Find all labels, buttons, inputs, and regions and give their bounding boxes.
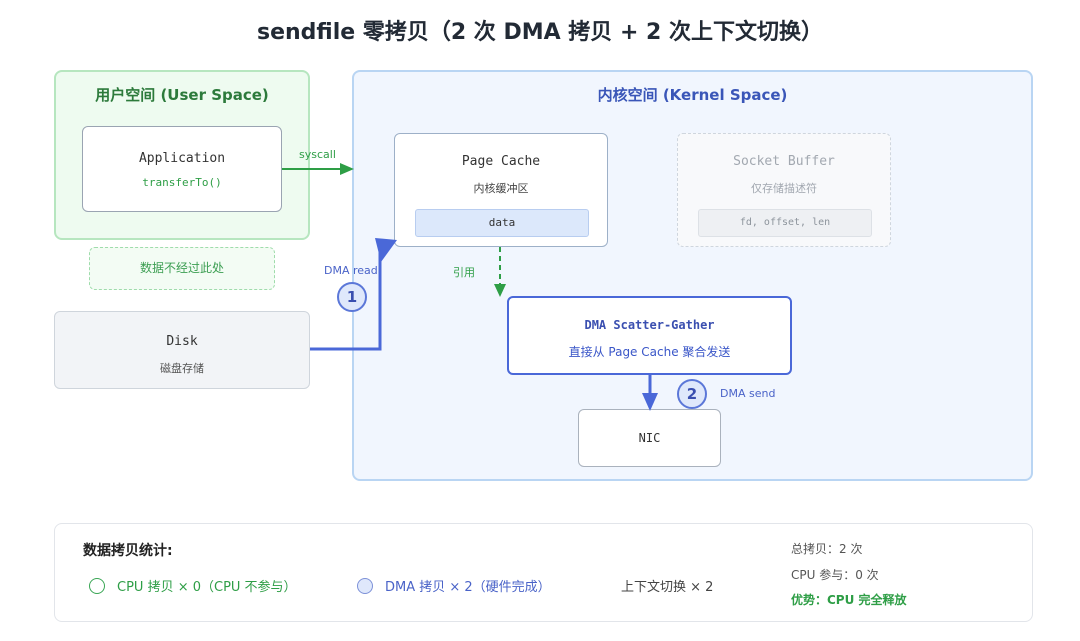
- advantage-text: 优势：CPU 完全释放: [791, 593, 907, 607]
- nic-box: NIC: [578, 409, 721, 467]
- user-space-title: 用户空间 (User Space): [95, 86, 269, 104]
- application-name: Application: [138, 151, 226, 166]
- cpu-copy-text: CPU 拷贝 × 0（CPU 不参与）: [117, 580, 297, 595]
- disk-desc: 磁盘存储: [160, 362, 204, 375]
- socket-buffer-name: Socket Buffer: [733, 154, 835, 169]
- dma-send-label: DMA send: [720, 387, 776, 400]
- step-1-badge: 1: [337, 282, 367, 312]
- cpu-participation-text: CPU 参与：0 次: [791, 568, 879, 582]
- reference-label: 引用: [453, 266, 475, 279]
- user-space-note: 数据不经过此处: [89, 247, 275, 290]
- disk-name: Disk: [166, 334, 198, 349]
- dma-read-label: DMA read: [324, 264, 378, 277]
- application-call: transferTo(): [142, 176, 222, 189]
- cpu-copy-legend: CPU 拷贝 × 0（CPU 不参与）: [89, 576, 297, 595]
- socket-buffer-desc: 仅存储描述符: [751, 182, 817, 195]
- cpu-copy-circle-icon: [89, 577, 105, 594]
- socket-buffer-box: Socket Buffer 仅存储描述符 fd, offset, len: [677, 133, 891, 247]
- socket-buffer-data: fd, offset, len: [698, 209, 872, 237]
- syscall-label: syscall: [299, 148, 336, 161]
- kernel-space-title: 内核空间 (Kernel Space): [597, 86, 788, 104]
- dma-scatter-gather-box: DMA Scatter-Gather 直接从 Page Cache 聚合发送: [507, 296, 792, 375]
- step-2-badge: 2: [677, 379, 707, 409]
- page-cache-data: data: [415, 209, 589, 237]
- context-switch-text: 上下文切换 × 2: [621, 580, 714, 595]
- total-copy-text: 总拷贝：2 次: [791, 542, 863, 556]
- copy-stats-panel: 数据拷贝统计: CPU 拷贝 × 0（CPU 不参与） DMA 拷贝 × 2（硬…: [54, 523, 1033, 622]
- page-cache-desc: 内核缓冲区: [473, 182, 529, 195]
- page-cache-name: Page Cache: [461, 154, 541, 169]
- diagram-title: sendfile 零拷贝（2 次 DMA 拷贝 + 2 次上下文切换）: [256, 20, 824, 45]
- dma-copy-legend: DMA 拷贝 × 2（硬件完成）: [357, 576, 551, 595]
- dma-desc: 直接从 Page Cache 聚合发送: [568, 345, 731, 359]
- application-box: Application transferTo(): [82, 126, 282, 212]
- dma-copy-text: DMA 拷贝 × 2（硬件完成）: [385, 580, 551, 595]
- dma-name: DMA Scatter-Gather: [584, 318, 715, 332]
- dma-copy-circle-icon: [357, 577, 373, 594]
- stats-title: 数据拷贝统计:: [83, 543, 173, 559]
- disk-box: Disk 磁盘存储: [54, 311, 310, 389]
- page-cache-box: Page Cache 内核缓冲区 data: [394, 133, 608, 247]
